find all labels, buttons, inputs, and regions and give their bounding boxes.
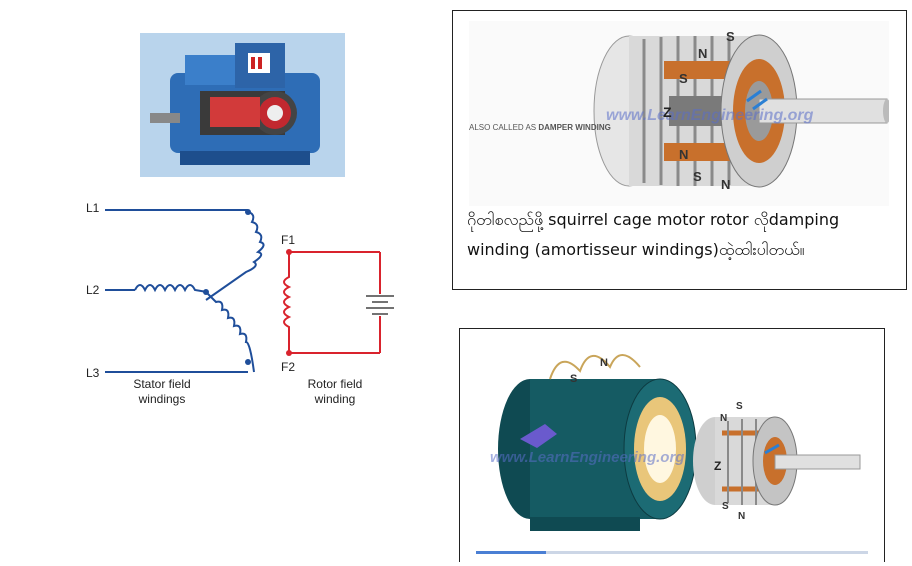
label-l2: L2 (86, 283, 100, 297)
label-l1: L1 (86, 201, 100, 215)
rotor-caption-line2: winding (314, 392, 356, 406)
pole-z: Z (663, 104, 672, 120)
stator-caption: Stator field windings (112, 377, 212, 407)
exploded-motor-render (460, 329, 884, 562)
label-f2: F2 (281, 360, 296, 374)
rotor-pole-s-bottom: S (722, 501, 729, 512)
damper-note: ALSO CALLED AS DAMPER WINDING (469, 123, 611, 132)
l1-coil (205, 211, 265, 301)
pole-s-left: S (679, 71, 688, 86)
pole-s-bottom: S (693, 169, 702, 184)
damper-note-prefix: ALSO CALLED AS (469, 123, 539, 132)
rotor-pole-z: Z (714, 459, 722, 473)
rotor-render (469, 21, 891, 206)
pole-s-top: S (726, 29, 735, 44)
rotor-coil (283, 252, 292, 353)
pole-n-left: N (679, 147, 689, 162)
l3-coil (205, 291, 255, 373)
damper-note-bold: DAMPER WINDING (538, 123, 611, 132)
motor-illustration (140, 33, 345, 177)
rotor-caption-line1: Rotor field (307, 377, 363, 391)
stator-pole-s1: S (570, 373, 578, 385)
l2-coil (134, 284, 208, 293)
rotor-pole-n-bottom: N (738, 511, 746, 522)
label-l3: L3 (86, 366, 100, 380)
rotor-pole-s: S (736, 401, 743, 412)
stator-caption-line2: windings (138, 392, 186, 406)
motor-exploded-panel: www.LearnEngineering.org N S S N S N Z (459, 328, 885, 562)
pole-n-bottom: N (721, 177, 731, 192)
label-f1: F1 (281, 233, 296, 247)
caption-line2: winding (amortisseur windings)ထဲ့ထါးပါတယ… (467, 240, 805, 259)
watermark-top: www.LearnEngineering.org (606, 107, 814, 124)
rotor-caption: Rotor field winding (285, 377, 385, 407)
stator-pole-n: N (600, 357, 608, 369)
pole-n-top: N (698, 46, 708, 61)
battery-icon (366, 295, 394, 315)
caption-line1: ဂိုတါစလည်ဖို့ squirrel cage motor rotor … (467, 210, 840, 229)
stator-caption-line1: Stator field (133, 377, 191, 391)
damper-winding-panel: ALSO CALLED AS DAMPER WINDING www.LearnE… (452, 10, 907, 290)
damper-caption: ဂိုတါစလည်ဖို့ squirrel cage motor rotor … (467, 205, 897, 265)
rotor-pole-n: N (720, 413, 728, 424)
winding-schematic (105, 209, 394, 373)
cutaway-motor-image (140, 33, 345, 177)
watermark-bottom: www.LearnEngineering.org (490, 449, 685, 466)
